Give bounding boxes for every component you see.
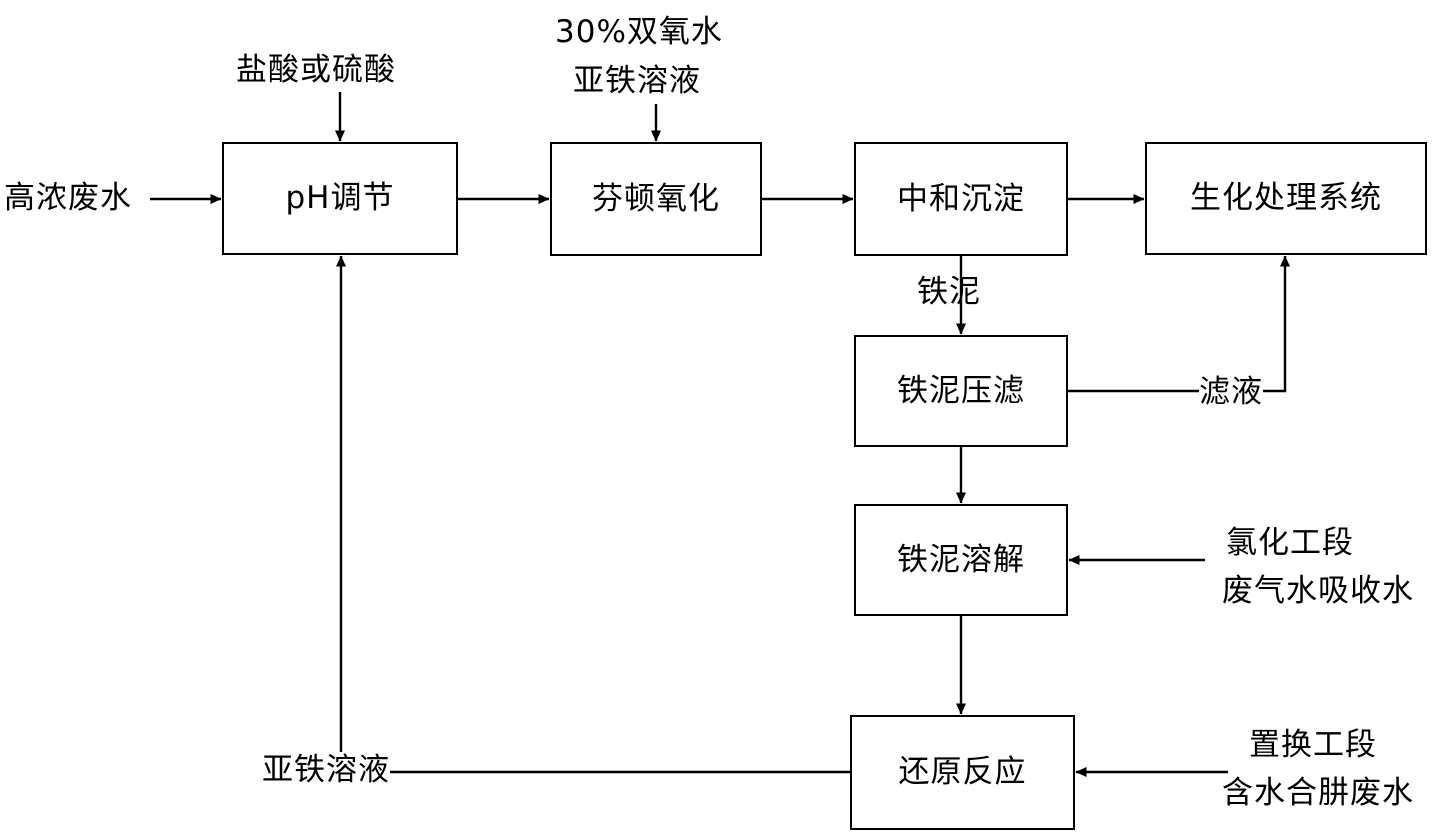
process-box-fenton[interactable]: 芬顿氧化 (550, 142, 762, 256)
process-box-label: 中和沉淀 (897, 180, 1025, 217)
stream-label-chlorination-line2: 废气水吸收水 (1222, 573, 1414, 609)
stream-label-filtrate: 滤液 (1199, 374, 1263, 411)
process-box-reduce[interactable]: 还原反应 (850, 715, 1075, 830)
stream-label-influent: 高浓废水 (4, 180, 132, 216)
process-box-label: 芬顿氧化 (592, 180, 720, 217)
stream-label-peroxide-line1: 30%双氧水 (555, 14, 723, 50)
stream-label-peroxide-line2: 亚铁溶液 (573, 63, 701, 99)
process-box-dissolve[interactable]: 铁泥溶解 (854, 504, 1068, 616)
stream-label-displacement-line2: 含水合肼废水 (1222, 775, 1414, 811)
connector-press-to-bio (1068, 255, 1290, 393)
process-box-neutral[interactable]: 中和沉淀 (854, 142, 1068, 256)
stream-label-iron-sludge: 铁泥 (917, 274, 981, 310)
process-box-label: 铁泥溶解 (897, 541, 1025, 578)
process-box-press[interactable]: 铁泥压滤 (854, 335, 1068, 447)
process-box-label: 还原反应 (898, 754, 1027, 791)
process-box-label: 生化处理系统 (1190, 180, 1382, 217)
stream-label-chlorination-line1: 氯化工段 (1226, 525, 1354, 561)
connector-reduce-to-ph (336, 255, 850, 774)
process-box-label: pH调节 (285, 180, 395, 217)
process-box-ph[interactable]: pH调节 (222, 142, 458, 255)
stream-label-ferrous-return: 亚铁溶液 (262, 752, 390, 789)
process-box-label: 铁泥压滤 (897, 372, 1025, 409)
stream-label-displacement-line1: 置换工段 (1249, 727, 1377, 763)
stream-label-acid: 盐酸或硫酸 (236, 52, 396, 88)
process-box-bio[interactable]: 生化处理系统 (1145, 142, 1427, 255)
